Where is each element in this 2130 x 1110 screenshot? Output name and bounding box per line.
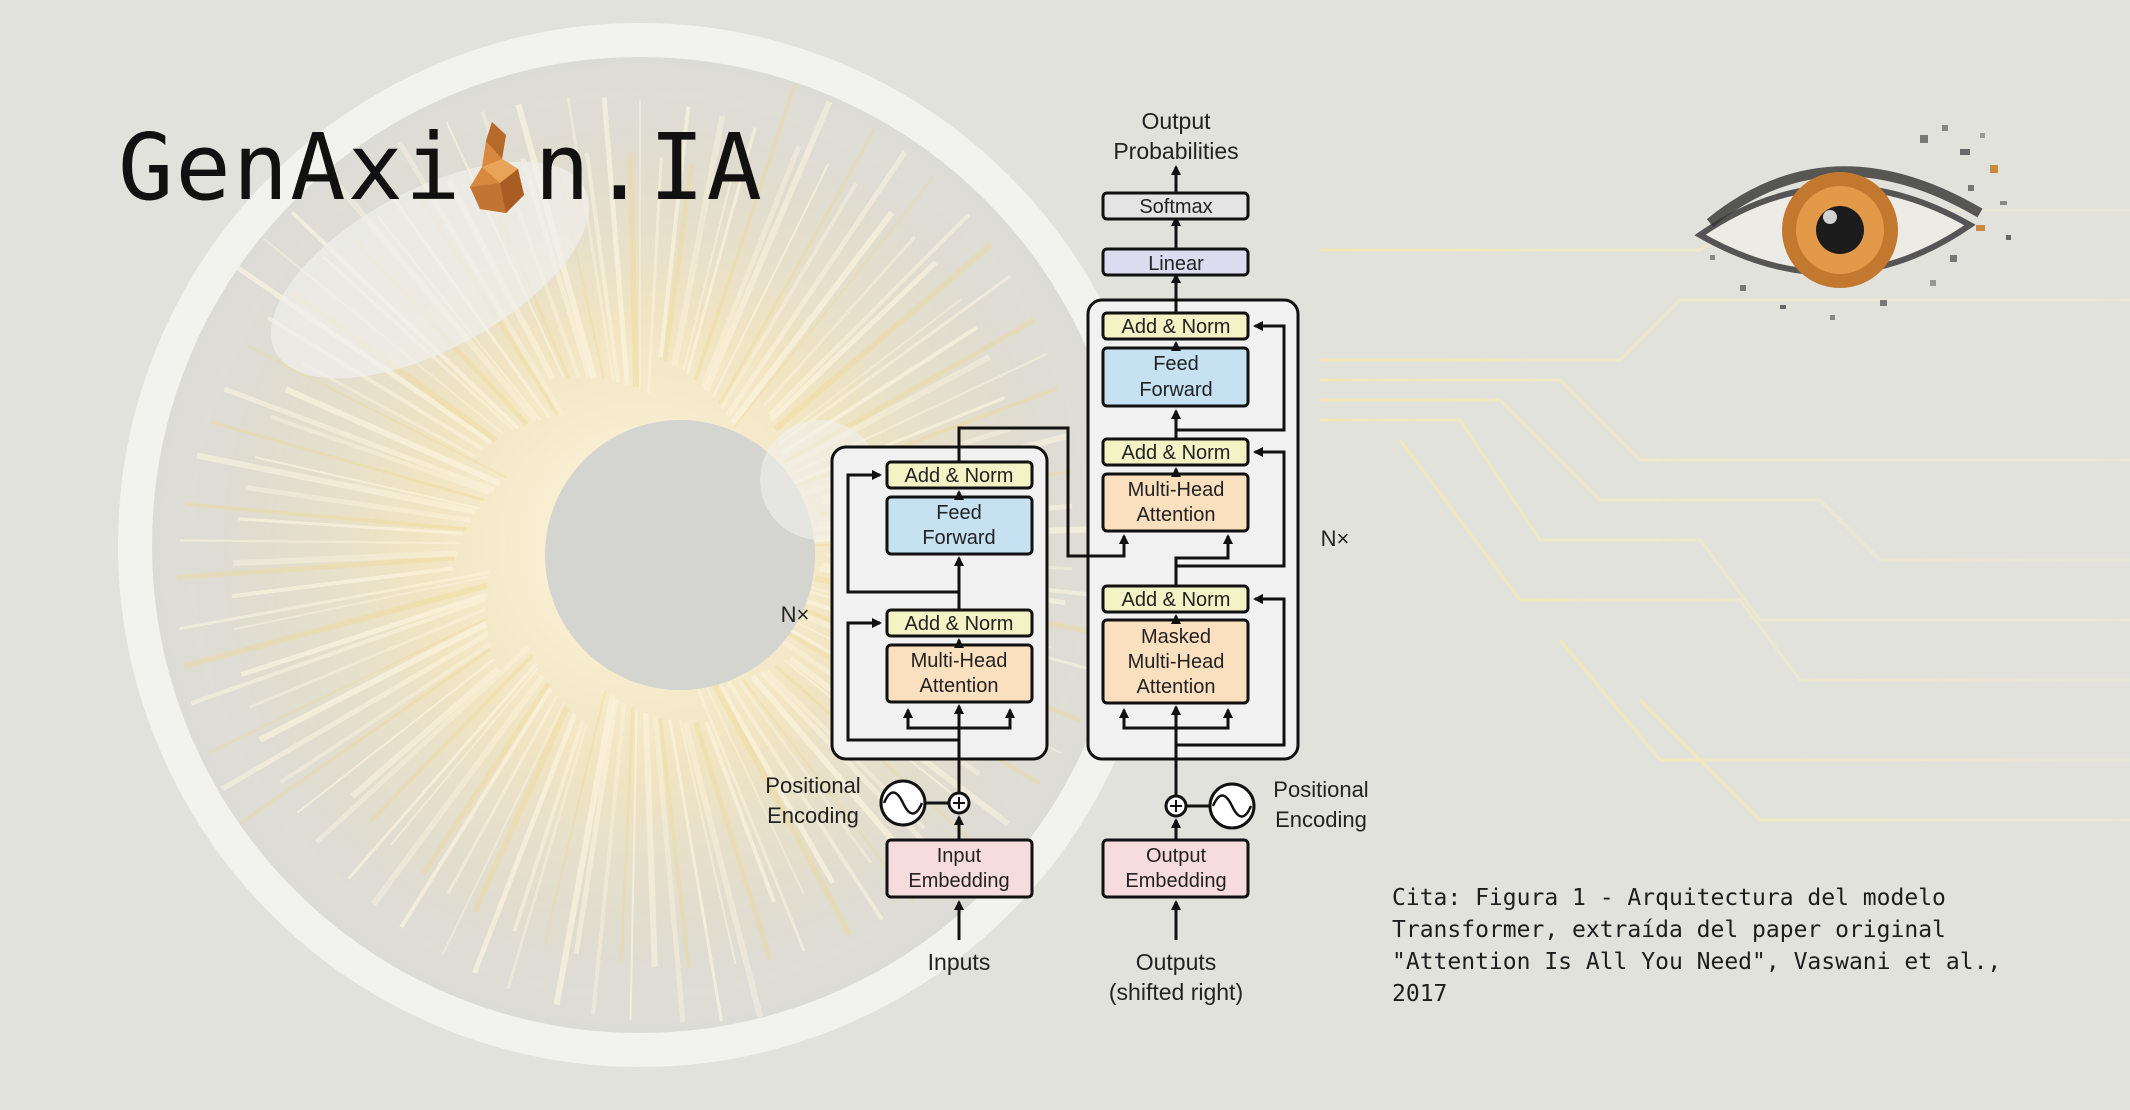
encoder-add-norm-top-label: Add & Norm xyxy=(905,465,1014,487)
decoder-masked-line2: Multi-Head xyxy=(1128,651,1225,673)
decoder-stack: N× Add & Norm Feed Forward Add & Norm Mu… xyxy=(1068,167,1369,1005)
output-head: Linear Softmax Output Probabilities xyxy=(1103,108,1248,275)
decoder-feed-forward-line2: Forward xyxy=(1139,379,1212,401)
output-probabilities-line2: Probabilities xyxy=(1113,138,1238,164)
decoder-add-norm-bottom-label: Add & Norm xyxy=(1122,589,1231,611)
output-embedding-line1: Output xyxy=(1146,845,1206,867)
decoder-mha-line1: Multi-Head xyxy=(1128,479,1225,501)
encoder-positional-line1: Positional xyxy=(765,773,860,798)
encoder-stack: N× Add & Norm Feed Forward Add & Norm Mu… xyxy=(765,428,1122,975)
encoder-inputs-label: Inputs xyxy=(928,949,991,975)
input-embedding-line2: Embedding xyxy=(908,870,1009,892)
decoder-add-norm-mid-label: Add & Norm xyxy=(1122,442,1231,464)
decoder-positional-line2: Encoding xyxy=(1275,807,1367,832)
decoder-positional-line1: Positional xyxy=(1273,777,1368,802)
encoder-positional-line2: Encoding xyxy=(767,803,859,828)
output-probabilities-line1: Output xyxy=(1141,108,1211,134)
decoder-add-norm-top-label: Add & Norm xyxy=(1122,316,1231,338)
encoder-block xyxy=(832,447,1047,759)
encoder-feed-forward-line1: Feed xyxy=(936,502,982,524)
decoder-outputs-label-line2: (shifted right) xyxy=(1109,979,1243,1005)
decoder-masked-line1: Masked xyxy=(1141,626,1211,648)
input-embedding-line1: Input xyxy=(937,845,982,867)
encoder-repeat-label: N× xyxy=(781,602,810,627)
softmax-label: Softmax xyxy=(1139,196,1212,218)
encoder-mha-line1: Multi-Head xyxy=(911,650,1008,672)
decoder-masked-line3: Attention xyxy=(1137,676,1216,698)
encoder-feed-forward-line2: Forward xyxy=(922,527,995,549)
decoder-mha-line2: Attention xyxy=(1137,504,1216,526)
output-embedding-line2: Embedding xyxy=(1125,870,1226,892)
linear-label: Linear xyxy=(1148,253,1204,275)
encoder-mha-line2: Attention xyxy=(920,675,999,697)
encoder-add-norm-bottom-label: Add & Norm xyxy=(905,613,1014,635)
decoder-repeat-label: N× xyxy=(1321,526,1350,551)
decoder-outputs-label-line1: Outputs xyxy=(1136,949,1217,975)
citation-text: Cita: Figura 1 - Arquitectura del modelo… xyxy=(1392,882,2032,1010)
decoder-feed-forward-line1: Feed xyxy=(1153,353,1199,375)
